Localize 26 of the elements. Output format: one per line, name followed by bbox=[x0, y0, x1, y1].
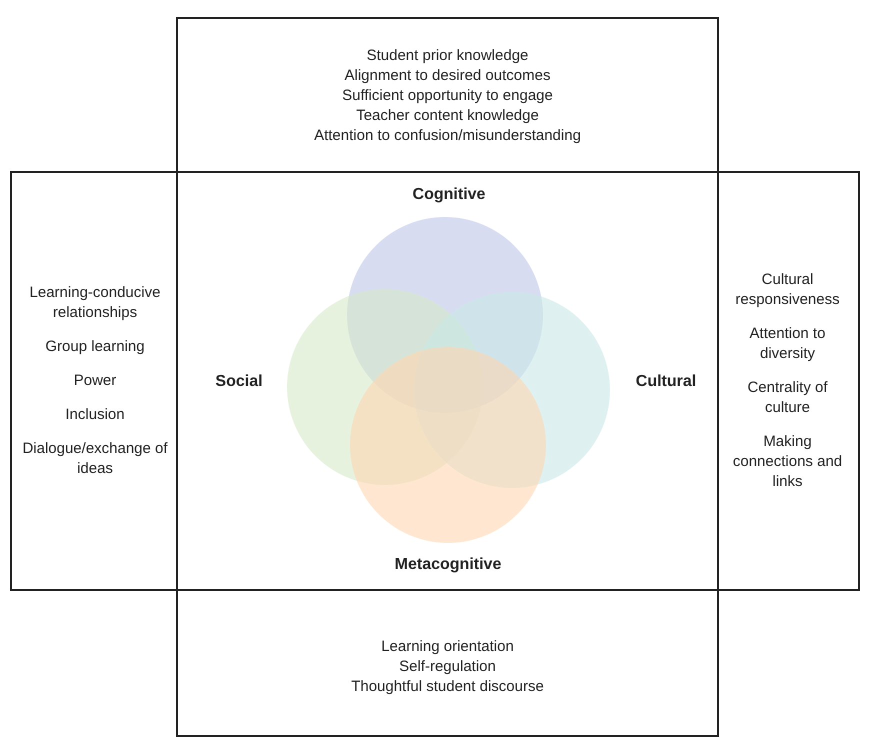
factor-text: Dialogue/exchange of ideas bbox=[21, 439, 169, 479]
factor-text: Learning-conducive relationships bbox=[28, 283, 162, 323]
factor-text: Cultural responsiveness bbox=[734, 270, 841, 310]
right-panel bbox=[717, 171, 860, 591]
factor-text: Sufficient opportunity to engage bbox=[342, 86, 553, 106]
dimension-label: Cognitive bbox=[412, 185, 486, 205]
bottom-panel bbox=[176, 589, 719, 737]
left-panel bbox=[10, 171, 178, 591]
dimension-label: Cultural bbox=[636, 372, 696, 392]
factor-text: Power bbox=[74, 371, 116, 391]
factor-text: Making connections and links bbox=[732, 432, 844, 492]
factor-text: Thoughtful student discourse bbox=[351, 677, 544, 697]
factor-text: Group learning bbox=[45, 337, 145, 357]
factor-text: Alignment to desired outcomes bbox=[344, 66, 550, 86]
factor-text: Learning orientation bbox=[381, 637, 514, 657]
factor-text: Student prior knowledge bbox=[366, 46, 528, 66]
factor-text: Centrality of culture bbox=[746, 378, 829, 418]
factor-text: Self-regulation bbox=[399, 657, 496, 677]
center-panel bbox=[176, 171, 719, 591]
dimension-label: Metacognitive bbox=[394, 555, 502, 575]
factor-text: Teacher content knowledge bbox=[356, 106, 539, 126]
factor-text: Attention to diversity bbox=[748, 324, 826, 364]
factor-text: Inclusion bbox=[65, 405, 125, 425]
factor-text: Attention to confusion/misunderstanding bbox=[314, 126, 581, 146]
top-panel bbox=[176, 17, 719, 173]
dimension-label: Social bbox=[215, 372, 263, 392]
